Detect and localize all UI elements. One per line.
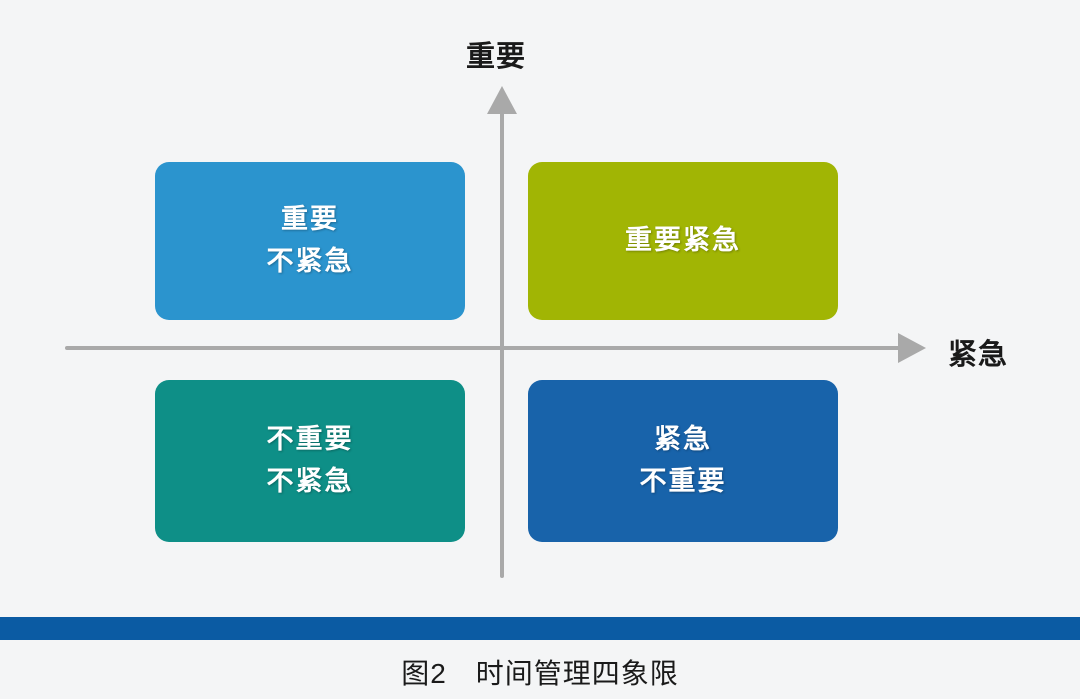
quadrant-label-line: 紧急 [654,424,712,455]
quadrant-label-line: 不重要 [266,424,354,455]
quadrant-label-line: 重要紧急 [625,225,741,256]
footer-rule-bar [0,617,1080,640]
quadrant-label-line: 不紧急 [266,466,354,496]
horizontal-axis-arrow-icon [898,333,926,363]
horizontal-axis-line [65,346,910,350]
vertical-axis-label: 重要 [466,41,527,73]
figure-caption: 图2 时间管理四象限 [401,658,679,689]
quadrant-not-important-not-urgent[interactable]: 不重要 不紧急 [155,380,474,542]
vertical-axis-arrow-icon [487,86,517,114]
quadrant-important-urgent[interactable]: 重要紧急 [528,162,847,320]
quadrant-label-line: 不紧急 [266,246,354,276]
quadrant-label-line: 不重要 [639,466,727,496]
vertical-axis-line [500,110,504,578]
quadrant-label-line: 重要 [281,204,339,235]
horizontal-axis-label: 紧急 [948,339,1009,371]
quadrant-important-not-urgent[interactable]: 重要 不紧急 [155,162,474,320]
quadrant-urgent-not-important[interactable]: 紧急 不重要 [528,380,847,542]
